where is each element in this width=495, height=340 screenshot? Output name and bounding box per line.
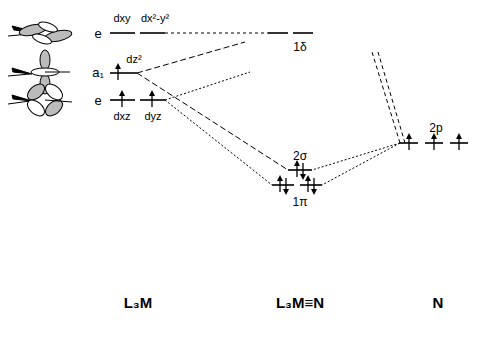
electrons [115, 63, 462, 195]
mo-label: 1π [293, 196, 308, 208]
correlation-lines [137, 33, 405, 185]
symmetry-label: e [94, 27, 101, 40]
fragment-label: L₃M≡N [276, 295, 324, 310]
orbital-name: dxz [113, 111, 130, 122]
ao-label: 2p [429, 122, 442, 134]
symmetry-label: a₁ [92, 66, 104, 79]
orbital-dxy-picture [8, 20, 73, 46]
orbital-name: dyz [144, 111, 161, 122]
energy-levels [110, 33, 468, 185]
fragment-label: N [433, 295, 444, 310]
symmetry-label: e [94, 94, 101, 107]
orbital-name: dxy [113, 13, 130, 24]
orbital-name: dx²-y² [141, 13, 169, 24]
mo-label: 2σ [293, 150, 307, 162]
fragment-label: L₃M [124, 295, 153, 310]
mo-label: 1δ [293, 41, 306, 53]
orbital-name: dz² [126, 54, 141, 65]
orbital-dxz-picture [8, 81, 72, 119]
